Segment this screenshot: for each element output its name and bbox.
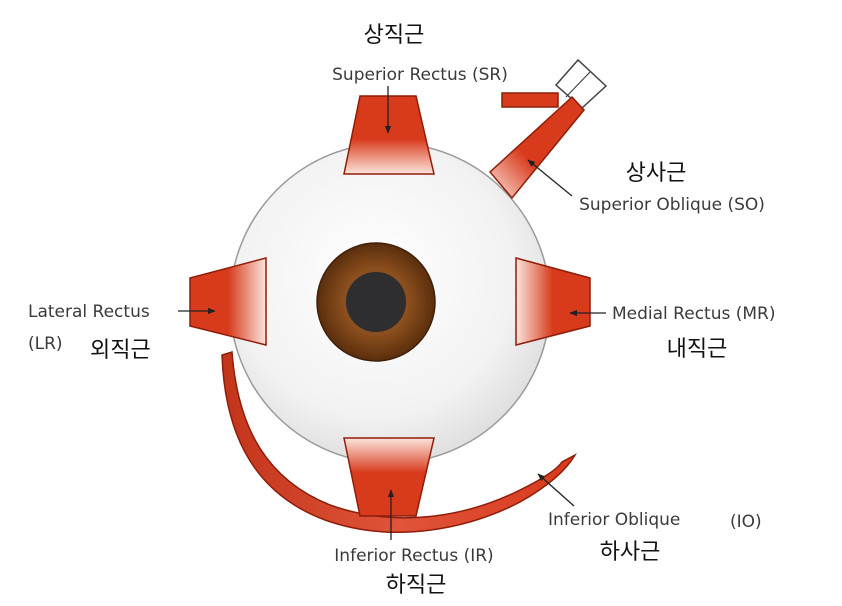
inferior-oblique-label-en: Inferior Oblique [548,510,680,530]
medial-rectus-label-en: Medial Rectus (MR) [612,304,775,324]
inferior-rectus-muscle [343,437,435,517]
inferior-oblique-label-ko: 하사근 [600,540,661,565]
inferior-oblique-pointer [537,473,575,507]
superior-rectus-label-ko: 상직근 [364,23,425,48]
superior-oblique-pointer [527,159,573,197]
superior-oblique-label-en: Superior Oblique (SO) [579,195,765,215]
inferior-oblique-muscle [221,351,578,533]
superior-oblique-tendon [501,92,559,108]
superior-oblique-muscle [488,95,585,200]
lateral-rectus-label-en: Lateral Rectus [28,302,150,322]
pupil [346,272,406,332]
medial-rectus-label-ko: 내직근 [667,337,728,362]
trochlea [554,58,608,110]
lateral-rectus-label-en-abbr: (LR) [28,334,63,354]
superior-oblique-label-ko: 상사근 [626,161,687,186]
inferior-rectus-label-ko: 하직근 [386,573,447,598]
medial-rectus-muscle [515,257,591,346]
superior-rectus-muscle [343,95,435,175]
inferior-rectus-label-en: Inferior Rectus (IR) [334,546,493,566]
lateral-rectus-muscle [189,257,267,346]
lateral-rectus-label-ko: 외직근 [90,338,151,363]
trochlea-fold [565,71,591,98]
inferior-oblique-label-en-abbr: (IO) [730,512,762,532]
superior-rectus-label-en: Superior Rectus (SR) [332,65,508,85]
